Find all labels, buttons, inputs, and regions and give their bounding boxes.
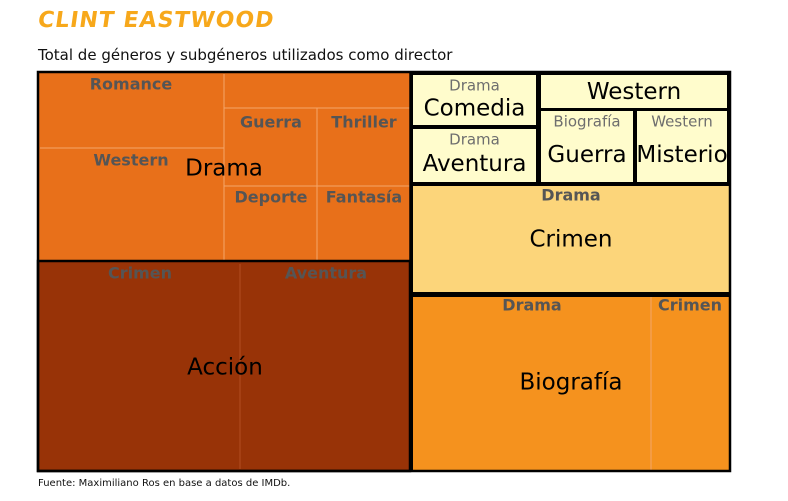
sub-label-guerra: Guerra xyxy=(240,113,302,132)
group-label-accion: Acción xyxy=(187,355,263,381)
border-outer xyxy=(36,70,732,473)
group-comedia-drama xyxy=(413,75,536,125)
group-misterio-western xyxy=(637,111,727,182)
sub-label-deporte: Deporte xyxy=(235,188,308,207)
group-label-misterio: Misterio xyxy=(636,142,727,168)
group-accion xyxy=(38,261,410,471)
group-biografia xyxy=(413,297,729,470)
sub-label-biografia-crimen: Crimen xyxy=(658,296,722,315)
group-label-biografia: Biografía xyxy=(520,370,623,396)
group-crimen xyxy=(413,186,729,292)
sub-label-crimen-drama: Drama xyxy=(541,186,600,205)
sub-label-fantasia: Fantasía xyxy=(326,188,402,207)
sub-label-drama: Drama xyxy=(449,131,500,149)
group-label-comedia: Comedia xyxy=(424,96,526,122)
source-note: Fuente: Maximiliano Ros en base a datos … xyxy=(38,478,291,489)
group-western xyxy=(541,75,727,108)
sub-label-western: Western xyxy=(93,151,168,170)
sub-label-western: Western xyxy=(651,113,713,131)
group-aventura-drama xyxy=(413,129,536,182)
sub-label-biografia-drama: Drama xyxy=(502,296,561,315)
chart-subtitle: Total de géneros y subgéneros utilizados… xyxy=(38,46,453,64)
group-guerra-biografia xyxy=(541,111,633,182)
sub-label-thriller: Thriller xyxy=(331,113,397,132)
group-label-aventura: Aventura xyxy=(423,151,527,177)
group-label-western: Western xyxy=(587,79,681,105)
sub-label-drama: Drama xyxy=(449,77,500,95)
group-label-guerra: Guerra xyxy=(547,142,626,168)
group-label-crimen: Crimen xyxy=(529,227,612,253)
sub-label-biografia: Biografía xyxy=(553,113,620,131)
sub-label-accion-aventura: Aventura xyxy=(285,264,367,283)
sub-label-romance: Romance xyxy=(90,75,173,94)
group-label-drama: Drama xyxy=(185,156,263,182)
sub-label-accion-crimen: Crimen xyxy=(108,264,172,283)
